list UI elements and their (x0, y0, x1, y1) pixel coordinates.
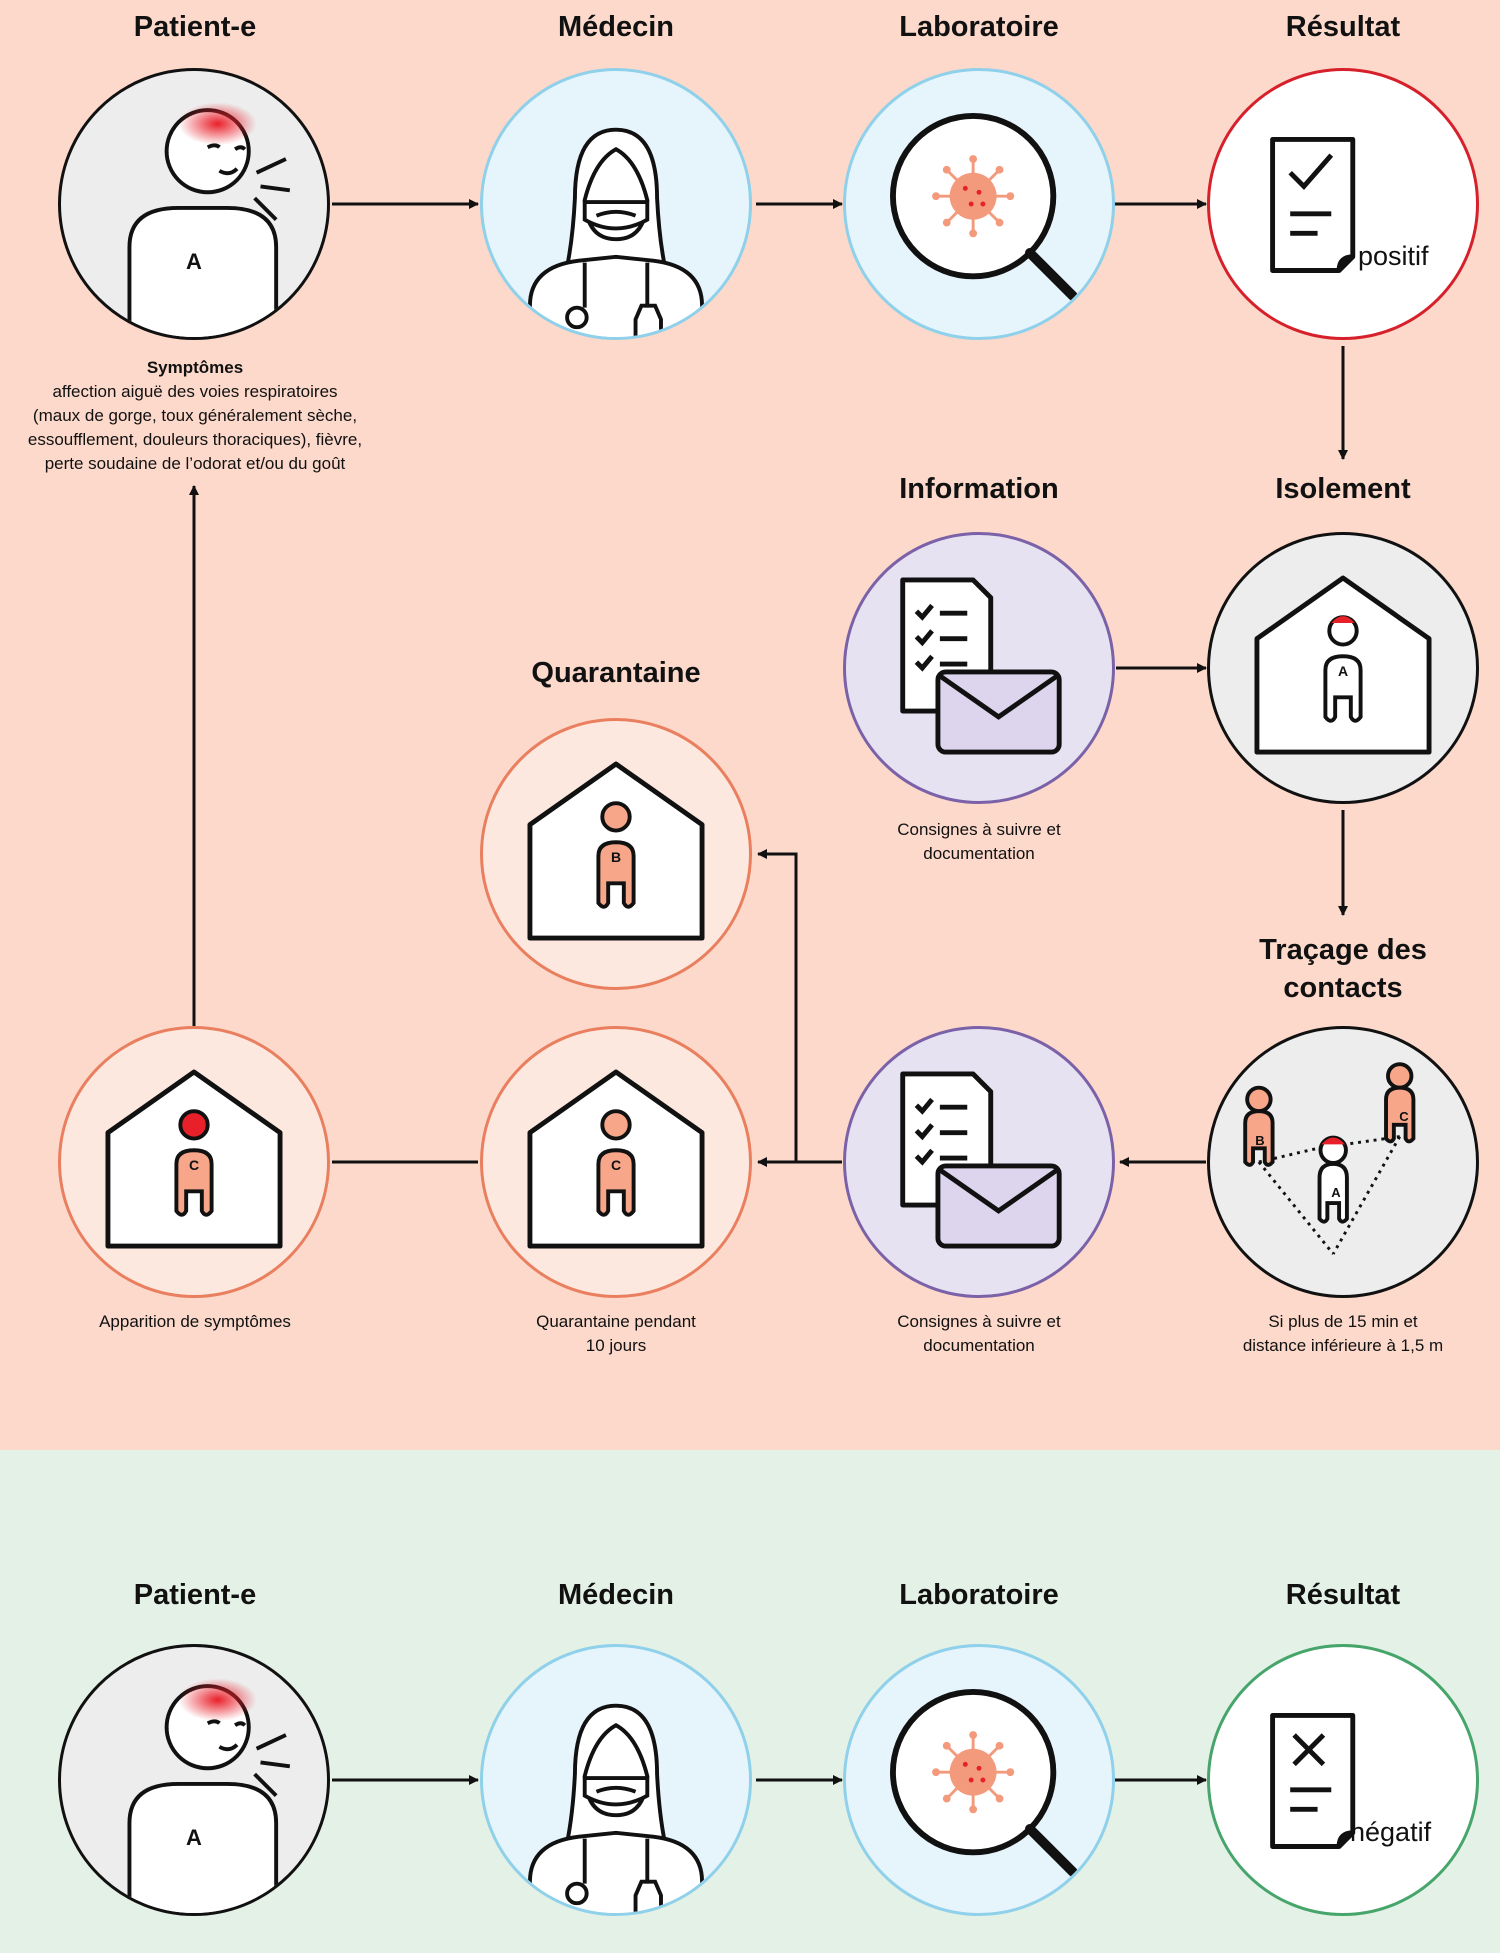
symptoms-line: (maux de gorge, toux généralement sèche, (32, 406, 358, 425)
person-letter: A (1331, 1185, 1341, 1200)
house-person-icon (527, 761, 705, 941)
documents-envelope-icon (900, 1071, 1062, 1249)
result-positive-node: positif (1207, 68, 1479, 340)
house-person-icon (1254, 575, 1432, 755)
contact-tracing-caption: Si plus de 15 min et distance inférieure… (1173, 1310, 1500, 1358)
quarantine-c-node: C (480, 1026, 752, 1298)
contacts-network-icon (1243, 1062, 1416, 1255)
sick-person-icon (127, 102, 291, 337)
doctor-icon (527, 127, 705, 337)
patient-node: A (58, 68, 330, 340)
symptoms-c-caption: Apparition de symptômes (99, 1312, 291, 1331)
laboratory-node-negative (843, 1644, 1115, 1916)
title-result: Résultat (1285, 11, 1401, 43)
title-doctor-negative: Médecin (557, 1579, 675, 1611)
quarantine-b-node: B (480, 718, 752, 990)
caption-line: Consignes à suivre et (897, 820, 1061, 839)
documents-envelope-icon (900, 577, 1062, 755)
patient-node-negative: A (58, 1644, 330, 1916)
title-quarantine: Quarantaine (531, 657, 701, 689)
magnifier-virus-icon (890, 1689, 1078, 1877)
house-person-icon (527, 1069, 705, 1249)
person-letter: C (1399, 1109, 1409, 1124)
caption-line: Si plus de 15 min et (1268, 1312, 1418, 1331)
doctor-node-negative (480, 1644, 752, 1916)
contact-tracing-node: B C A (1207, 1026, 1479, 1298)
magnifier-virus-icon (890, 113, 1078, 301)
isolation-node: A (1207, 532, 1479, 804)
caption-line: distance inférieure à 1,5 m (1242, 1336, 1444, 1355)
information-caption: Consignes à suivre et documentation (809, 818, 1149, 866)
document-check-icon (1270, 137, 1356, 273)
info-contacts-node (843, 1026, 1115, 1298)
caption-line: documentation (923, 844, 1035, 863)
title-laboratory: Laboratoire (899, 11, 1059, 43)
information-node (843, 532, 1115, 804)
person-letter: C (610, 1157, 622, 1173)
result-label: négatif (1350, 1817, 1432, 1847)
info-contacts-caption: Consignes à suivre et documentation (809, 1310, 1149, 1358)
title-patient-negative: Patient-e (133, 1579, 257, 1611)
sick-person-icon (127, 1678, 291, 1913)
title-result-negative: Résultat (1285, 1579, 1401, 1611)
person-letter: A (1337, 663, 1349, 679)
doctor-icon (527, 1703, 705, 1913)
person-letter: B (610, 849, 622, 865)
caption-line: Consignes à suivre et (897, 1312, 1061, 1331)
title-contact-tracing: Traçage des contacts (1183, 931, 1500, 1007)
caption-line: Quarantaine pendant (536, 1312, 696, 1331)
title-laboratory-negative: Laboratoire (899, 1579, 1059, 1611)
doctor-node (480, 68, 752, 340)
person-letter: C (188, 1157, 200, 1173)
person-letter: A (186, 1825, 202, 1850)
result-label: positif (1358, 241, 1429, 271)
result-negative-node: négatif (1207, 1644, 1479, 1916)
house-sick-person-icon (105, 1069, 283, 1249)
symptoms-caption: Symptômes affection aiguë des voies resp… (0, 356, 405, 476)
symptoms-line: perte soudaine de l’odorat et/ou du goût (44, 454, 346, 473)
title-line: contacts (1283, 972, 1403, 1004)
symptoms-line: essoufflement, douleurs thoraciques), fi… (27, 430, 363, 449)
symptoms-heading: Symptômes (146, 358, 244, 377)
caption-line: 10 jours (585, 1336, 647, 1355)
title-doctor: Médecin (557, 11, 675, 43)
symptoms-c-node: C (58, 1026, 330, 1298)
symptoms-line: affection aiguë des voies respiratoires (52, 382, 338, 401)
quarantine-c-caption: Quarantaine pendant 10 jours (446, 1310, 786, 1358)
person-letter: B (1255, 1133, 1265, 1148)
title-patient: Patient-e (133, 11, 257, 43)
title-information: Information (899, 473, 1059, 505)
person-letter: A (186, 249, 202, 274)
laboratory-node (843, 68, 1115, 340)
document-x-icon (1270, 1713, 1356, 1849)
title-line: Traçage des (1259, 934, 1427, 966)
caption-line: documentation (923, 1336, 1035, 1355)
title-isolation: Isolement (1275, 473, 1411, 505)
